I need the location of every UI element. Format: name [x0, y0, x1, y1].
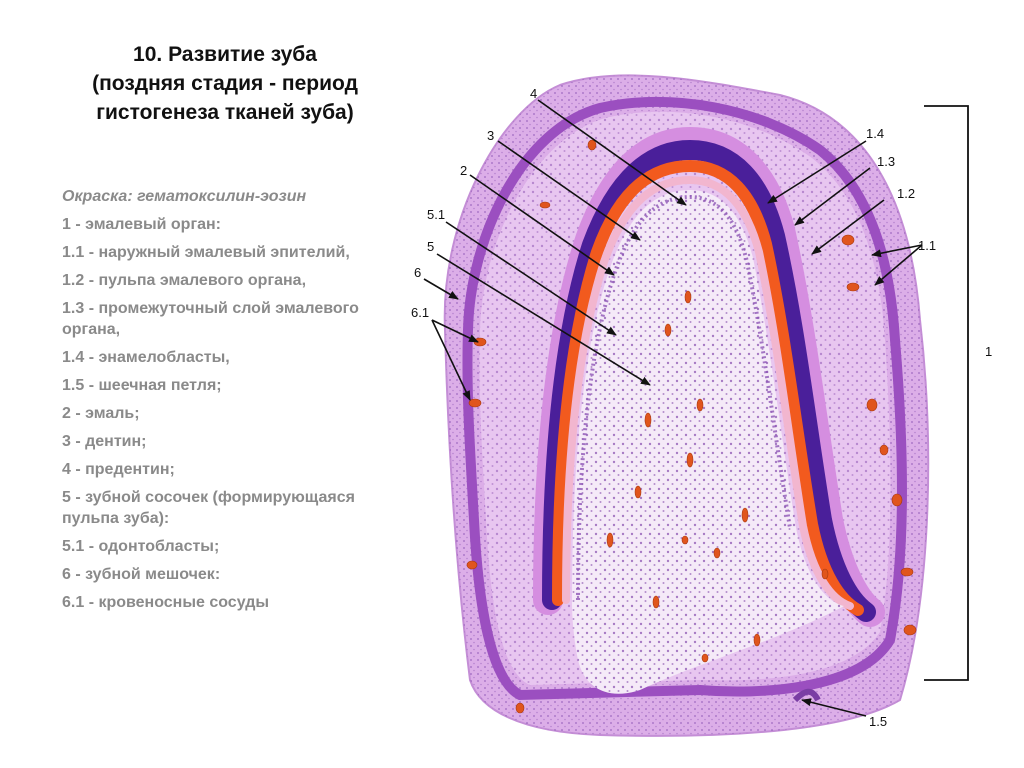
label-1-1: 1.1 — [918, 238, 936, 253]
label-6-1: 6.1 — [411, 305, 429, 320]
label-5-1: 5.1 — [427, 207, 445, 222]
label-1: 1 — [985, 344, 992, 359]
label-1-4: 1.4 — [866, 126, 884, 141]
label-3: 3 — [487, 128, 494, 143]
label-2: 2 — [460, 163, 467, 178]
label-1-5: 1.5 — [869, 714, 887, 729]
label-1-3: 1.3 — [877, 154, 895, 169]
label-5: 5 — [427, 239, 434, 254]
label-4: 4 — [530, 86, 537, 101]
label-1-2: 1.2 — [897, 186, 915, 201]
enamel-organ-bracket — [924, 106, 968, 680]
label-6: 6 — [414, 265, 421, 280]
